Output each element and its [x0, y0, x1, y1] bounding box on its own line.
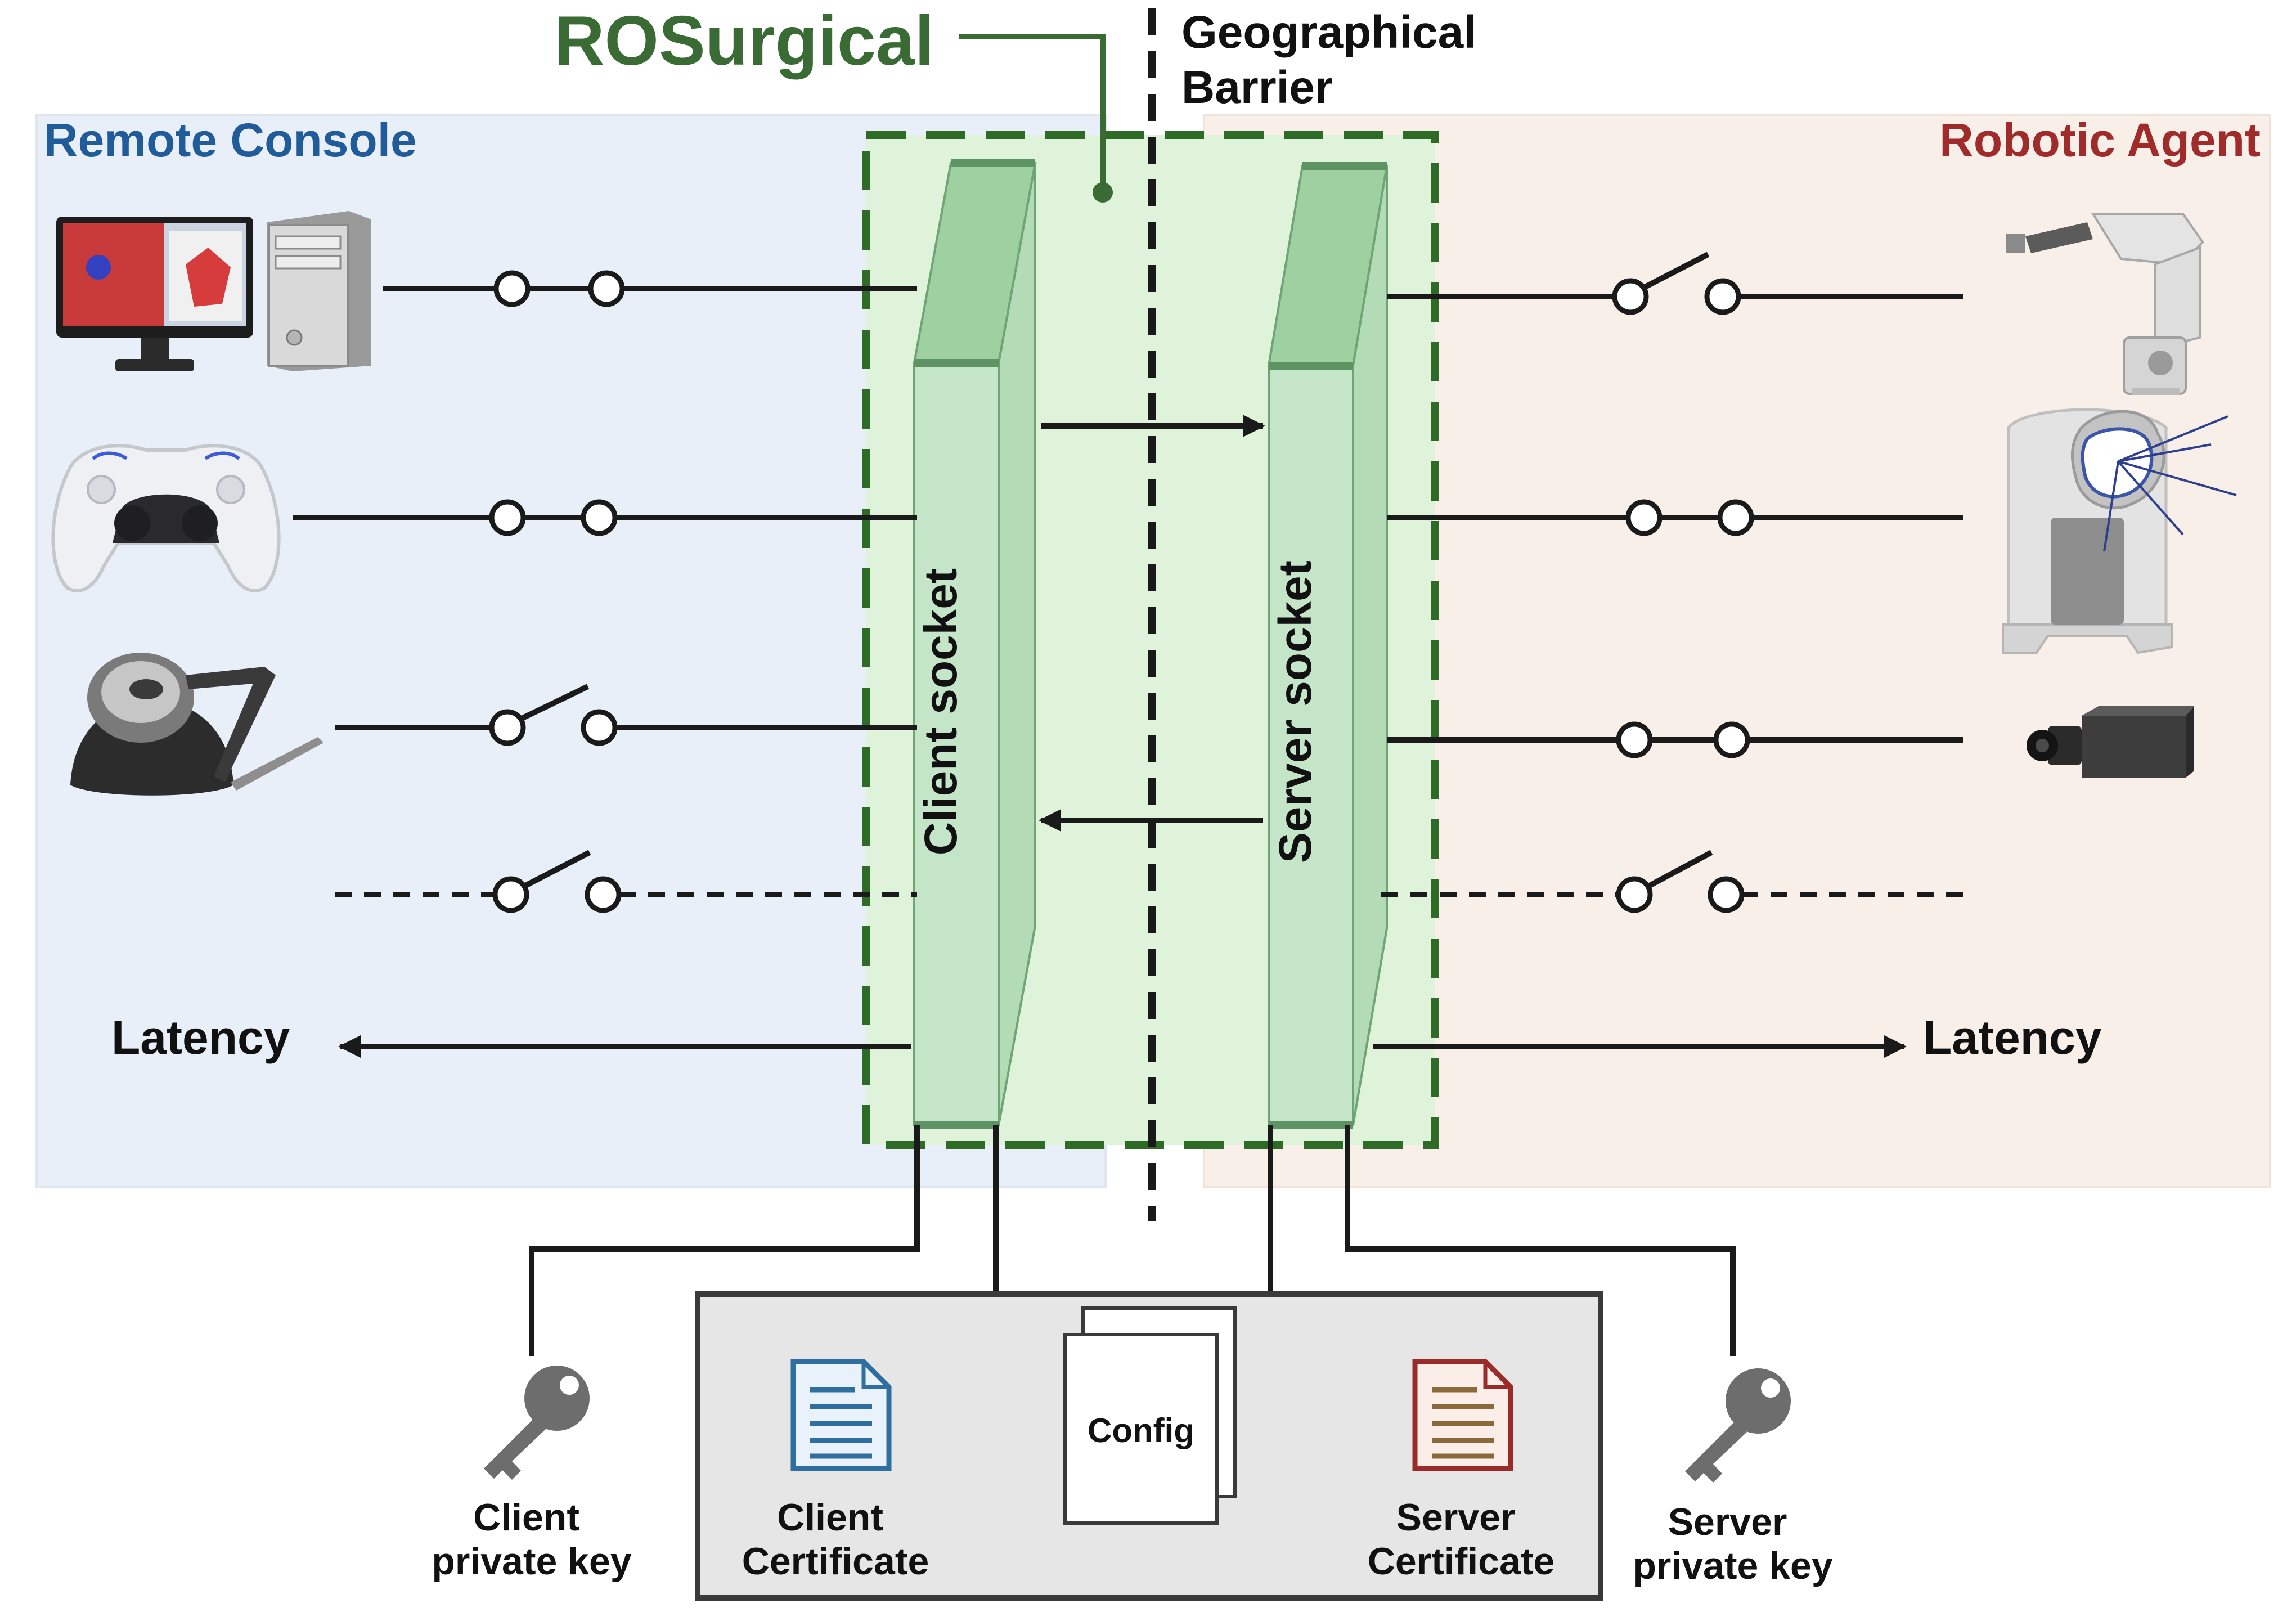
switch-terminal [1717, 499, 1754, 536]
haptic-device-icon [70, 653, 323, 796]
switch-terminal [492, 876, 529, 913]
client-private-key-line2: private key [432, 1540, 632, 1583]
left-channel-2 [293, 499, 917, 536]
config-label: Config [1088, 1412, 1194, 1449]
config-document-icon [1063, 1306, 1237, 1525]
barrier-label: Geographical Barrier [1181, 7, 1489, 113]
camera-icon [2027, 706, 2194, 778]
switch-terminal [493, 270, 531, 307]
switch-terminal [1708, 876, 1745, 913]
switch-terminal [581, 709, 618, 746]
imaging-scanner-icon [2002, 408, 2237, 654]
robotic-arm-icon [2006, 213, 2204, 395]
client-socket-label: Client socket [915, 568, 967, 855]
server-private-key-line2: private key [1633, 1544, 1833, 1587]
switch-terminal [1616, 721, 1653, 758]
server-socket-block: Server socket [1267, 162, 1389, 1129]
server-key-connector [1345, 1125, 1736, 1356]
client-key-connector [529, 1125, 920, 1356]
client-socket-block: Client socket [913, 159, 1037, 1129]
client-certificate-icon [790, 1359, 892, 1471]
right-channel-1 [1387, 252, 1963, 315]
server-certificate-icon [1412, 1359, 1513, 1471]
server-certificate-line1: Server [1396, 1496, 1516, 1539]
title-leader-line [959, 34, 1106, 192]
server-private-key-label: Server private key [1633, 1501, 1833, 1587]
page-title: ROSurgical [554, 2, 934, 80]
client-private-key-label: Client private key [432, 1496, 632, 1583]
switch-terminal [588, 270, 625, 307]
barrier-label-line2: Barrier [1181, 62, 1333, 113]
latency-right-label: Latency [1923, 1011, 2102, 1064]
left-channel-4-dashed [335, 850, 917, 913]
right-channel-4-dashed [1381, 850, 1963, 913]
switch-terminal [489, 499, 526, 536]
server-certificate-label: Server Certificate [1368, 1496, 1555, 1583]
remote-console-label: Remote Console [44, 114, 417, 167]
client-socket-front-face [913, 362, 1000, 1126]
server-private-key-line1: Server [1668, 1501, 1787, 1543]
client-private-key-line1: Client [473, 1496, 579, 1539]
computer-tower-icon [267, 211, 371, 371]
right-channel-2 [1387, 499, 1963, 536]
switch-terminal [1625, 499, 1663, 536]
switch-terminal [489, 709, 526, 746]
right-channel-3 [1387, 721, 1963, 758]
latency-left-label: Latency [111, 1011, 290, 1064]
robotic-agent-label: Robotic Agent [1939, 114, 2261, 167]
server-socket-label: Server socket [1270, 560, 1321, 863]
left-channel-3 [335, 684, 917, 746]
switch-terminal [585, 876, 622, 913]
switch-terminal [1704, 278, 1741, 315]
switch-terminal [1612, 278, 1649, 315]
title-leader-dot [1093, 182, 1113, 203]
switch-terminal [1616, 876, 1653, 913]
gamepad-icon [51, 444, 281, 592]
server-certificate-line2: Certificate [1368, 1540, 1555, 1583]
workstation-icon [56, 211, 371, 371]
server-socket-front-face [1268, 365, 1354, 1126]
server-key-icon [1685, 1368, 1791, 1483]
left-channel-1 [383, 270, 917, 307]
switch-terminal [1713, 721, 1750, 758]
switch-terminal [581, 499, 618, 536]
client-key-icon [484, 1366, 590, 1480]
client-certificate-line1: Client [777, 1496, 883, 1539]
client-certificate-label: Client Certificate [742, 1496, 929, 1583]
client-certificate-line2: Certificate [742, 1540, 929, 1583]
barrier-label-line1: Geographical [1181, 7, 1476, 58]
